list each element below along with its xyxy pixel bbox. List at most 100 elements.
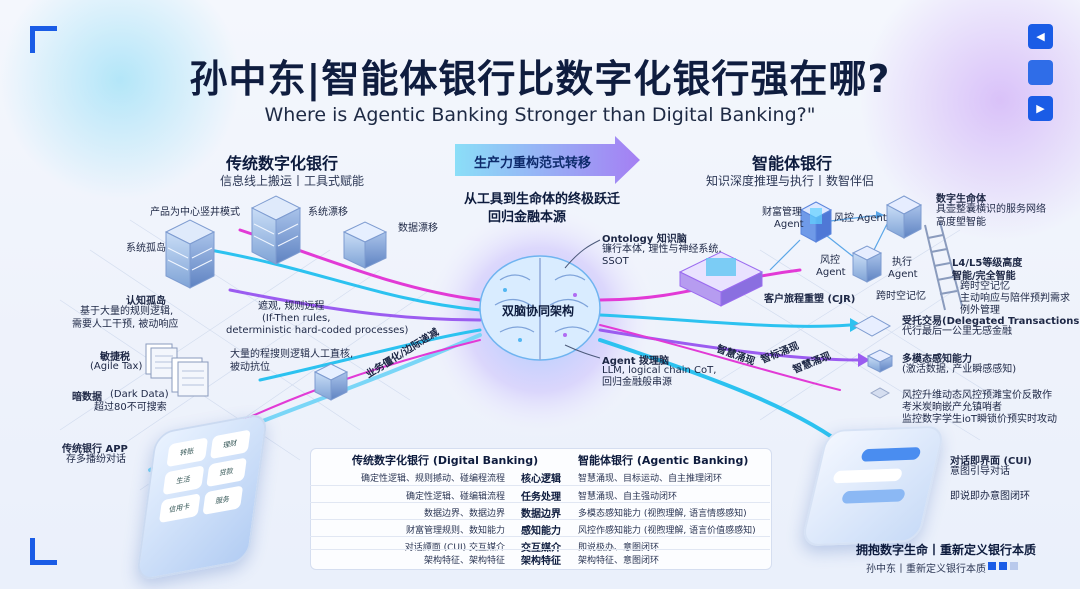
agent-brain-title: Agent 拨理脑 (602, 356, 670, 367)
label-dark-data-desc: 超过80不可搜索 (94, 402, 167, 413)
corner-bracket-bottom-left (30, 538, 57, 565)
label-cui-desc-2: 即说即办意图闭环 (950, 491, 1030, 502)
label-l4l5-3: 跨时空记忆 (960, 281, 1010, 292)
row-right: 智慧涌现、目标运动、自主推理闭环 (578, 474, 723, 484)
label-rules-2: (If-Then rules, (262, 313, 331, 324)
label-risk-agent-top: 风控 Agent (834, 213, 887, 224)
label-l4l5: L4/L5等级高度 (952, 258, 1023, 269)
row-right: 风控作感知能力 (视煦理解, 语言价值感感知) (578, 526, 756, 536)
label-delegated: 受托交易(Delegated Transactions) (902, 316, 1080, 327)
row-mid: 数据边界 (521, 509, 561, 520)
row-right: 即说极办、意图闭环 (578, 543, 660, 553)
label-system-drift: 系统漂移 (308, 207, 348, 218)
label-delegated-desc: 代行最后一公里无感金融 (902, 326, 1012, 337)
label-wealth-agent-en: Agent (774, 219, 804, 230)
chat-bubble (832, 468, 904, 484)
row-left: 确定性逻辑、碰编辑流程 (405, 492, 505, 502)
table-row: 架构特征、架构特征 架构特征 架构特征、意图闭环 (310, 549, 770, 567)
label-dark-data: 暗数据 (72, 392, 102, 403)
label-agile-tax: 敏捷税 (100, 352, 130, 363)
left-heading: 传统数字化银行 (226, 154, 339, 173)
ontology-desc-2: SSOT (602, 256, 629, 267)
label-risk-upgrade-3: 监控数字学生ioT瞬锁价预实时攻动 (902, 414, 1058, 425)
row-mid: 核心逻辑 (521, 474, 561, 485)
app-tile[interactable]: 服务 (201, 485, 244, 516)
left-subheading: 信息线上搬运丨工具式赋能 (220, 174, 365, 188)
label-digital-life-1: 具壶整囊横识的服务网络 (936, 204, 1046, 215)
row-mid: 感知能力 (521, 526, 561, 537)
row-right: 智慧涌现、自主强动闭环 (578, 492, 678, 502)
label-digital-life-2: 高度塱智能 (936, 217, 986, 228)
app-tile[interactable]: 贷款 (205, 457, 247, 488)
row-left: 对话譚面 (CUI) 交互媒介 (404, 543, 505, 553)
center-tagline-2: 回归金融本源 (488, 210, 567, 225)
row-left: 财富管理规则、数知能力 (405, 526, 505, 536)
label-system-silo: 系统孤岛 (126, 243, 166, 254)
label-agile-tax-en: (Agile Tax) (90, 361, 143, 372)
table-header-left: 传统数字化银行 (Digital Banking) (352, 454, 539, 467)
footer-heading: 拥抱数字生命丨重新定义银行本质 (856, 543, 1037, 557)
app-tile[interactable]: 信用卡 (158, 493, 201, 524)
banner-label: 生产力重构范式转移 (474, 156, 592, 171)
table-row: 确定性逻辑、碰编辑流程 任务处理 智慧涌现、自主强动闭环 (310, 485, 770, 503)
label-wealth-agent: 财富管理 (762, 207, 802, 218)
label-l4l5-2: 智能/完全智能 (952, 271, 1016, 282)
label-cjr: 客户旅程重塑 (CJR) (764, 294, 856, 305)
ontology-title: Ontology 知识脑 (602, 234, 687, 245)
label-risk-agent: 风控 (820, 255, 840, 266)
prev-arrow-icon[interactable]: ◀ (1028, 24, 1053, 49)
brain-label: 双脑协同架构 (502, 304, 575, 318)
agent-cube-icon (851, 245, 883, 283)
data-cube-icon (342, 221, 388, 269)
row-left: 确定性逻辑、规则撼动、碰编程流程 (360, 474, 505, 484)
corner-bracket-top-left (30, 26, 57, 53)
agent-brain-desc-2: 回归金融般串源 (602, 377, 672, 388)
label-cognitive-silo: 认知孤岛 (126, 296, 166, 307)
table-row: 对话譚面 (CUI) 交互媒介 交互媒介 即说极办、意图闭环 (310, 536, 770, 554)
row-left: 架构特征、架构特征 (423, 556, 505, 566)
app-tile[interactable]: 生活 (162, 465, 204, 496)
label-dark-data-en: (Dark Data) (110, 389, 169, 400)
label-exec-agent: 执行 (892, 257, 912, 268)
label-multimodal-desc: (激活数据, 产业瞬感感知) (902, 364, 1017, 375)
agent-cube-icon (799, 201, 833, 243)
label-cui: 对话即界面 (CUI) (950, 456, 1032, 467)
label-cui-desc: 意图引导对话 (950, 466, 1010, 477)
table-row: 确定性逻辑、规则撼动、碰编程流程 核心逻辑 智慧涌现、目标运动、自主推理闭环 (310, 468, 770, 485)
right-heading: 智能体银行 (752, 154, 833, 173)
row-right: 多模态感知能力 (视煦理解, 语言情感感知) (578, 509, 747, 519)
row-left: 数据边界、数据边界 (423, 509, 505, 519)
label-risk-agent-en: Agent (816, 267, 846, 278)
table-row: 数据边界、数据边界 数据边界 多模态感知能力 (视煦理解, 语言情感感知) (310, 502, 770, 520)
label-risk-upgrade-1: 风控升维动态风控预濉宝价反散作 (902, 390, 1052, 401)
row-mid: 架构特征 (521, 556, 561, 567)
label-manual-2: 被动抗位 (230, 362, 270, 373)
right-subheading: 知识深度推理与执行丨数智伴侣 (706, 174, 875, 188)
label-digital-life: 数字生命体 (936, 194, 986, 205)
label-cognitive-desc-2: 需要人工干预, 被动响应 (72, 319, 179, 330)
document-stack-icon (171, 357, 209, 397)
row-mid: 交互媒介 (521, 543, 561, 554)
chat-bubble (840, 488, 906, 504)
label-l4l5-4: 主动响应与陪伴预判需求 (960, 293, 1070, 304)
table-header-right: 智能体银行 (Agentic Banking) (578, 454, 749, 467)
label-cognitive-desc-1: 基于大量的规则逻辑, (80, 306, 174, 317)
app-tile[interactable]: 理财 (209, 429, 251, 460)
label-cross-memory: 跨时空记忆 (876, 291, 926, 302)
label-product-silo: 产品为中心竖井模式 (150, 207, 240, 218)
label-l4l5-5: 例外管理 (960, 305, 1000, 316)
label-traditional-app: 传统银行 APP (62, 444, 128, 455)
server-cube-icon (250, 195, 302, 265)
server-cube-icon (164, 219, 216, 289)
app-tile[interactable]: 转账 (166, 437, 208, 468)
label-manual-1: 大量的程搜则逻辑人工直核, (230, 349, 354, 360)
table-row: 财富管理规则、数知能力 感知能力 风控作感知能力 (视煦理解, 语言价值感感知) (310, 519, 770, 537)
agent-brain-desc-1: LLM, logical chain CoT, (602, 365, 717, 376)
page-subtitle: Where is Agentic Banking Stronger than D… (264, 104, 816, 126)
page-title: 孙中东|智能体银行比数字化银行强在哪? (189, 57, 891, 101)
square-icon[interactable] (1028, 60, 1053, 85)
risk-tile-icon (870, 387, 890, 399)
next-arrow-icon[interactable]: ▶ (1028, 96, 1053, 121)
label-rules-1: 遮观, 规则远程 (258, 301, 325, 312)
